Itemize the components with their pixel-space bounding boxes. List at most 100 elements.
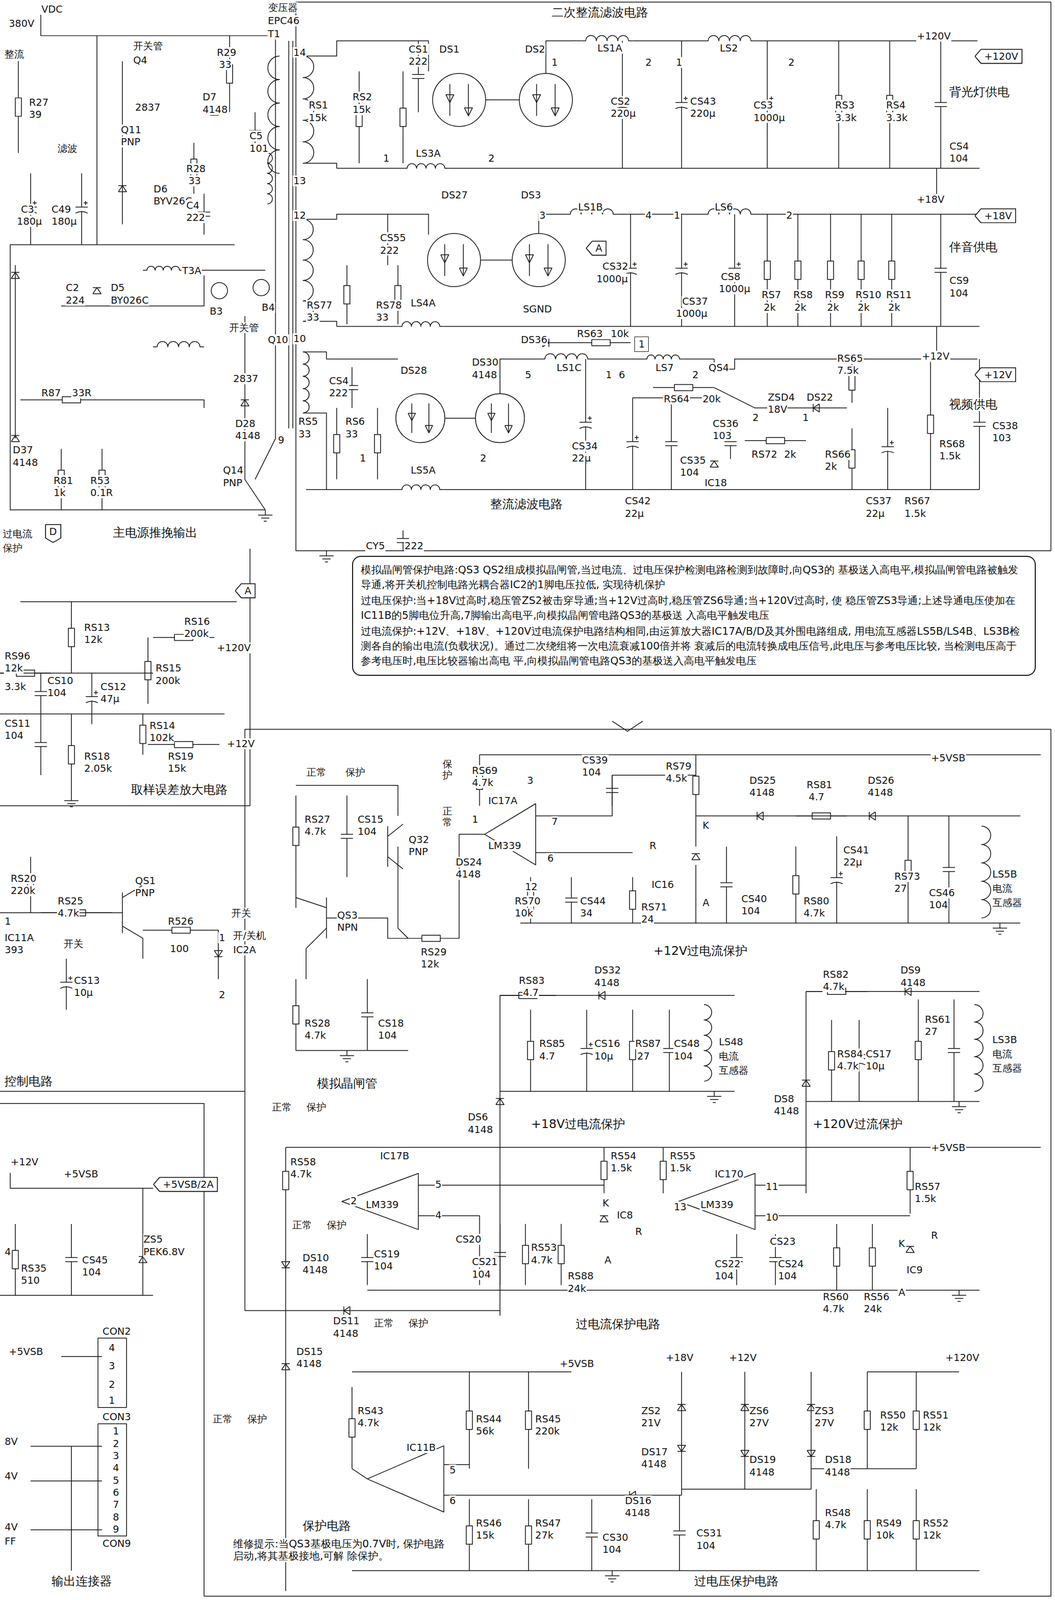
node-text: +18V (984, 210, 1012, 223)
part-label: 33 (218, 59, 232, 71)
diode-symbol (118, 185, 127, 192)
part-label: 1 (802, 412, 810, 424)
part-label: R (930, 1230, 939, 1242)
part-label: RS4 (885, 99, 906, 111)
resistor-symbol (374, 434, 381, 453)
part-label: RS20 (10, 873, 38, 885)
wire (91, 700, 93, 725)
wire (867, 1371, 960, 1373)
diode-symbol (281, 1363, 291, 1365)
diode-symbol (869, 812, 876, 821)
part-label: Q11 (120, 124, 143, 136)
part-label: 4148 (773, 1105, 800, 1117)
diode-symbol (692, 853, 701, 860)
wire (571, 40, 582, 42)
wire (296, 1050, 409, 1052)
inductor-symbol (581, 35, 633, 42)
capacitor-plate (948, 1052, 961, 1054)
wire (611, 775, 613, 789)
wire (929, 359, 931, 416)
diode-symbol (343, 1307, 344, 1316)
coil-symbol (267, 55, 280, 174)
wire (525, 1263, 526, 1286)
wire (630, 272, 631, 327)
capacitor-plate (361, 1257, 374, 1259)
diode-symbol (281, 1267, 291, 1269)
part-label: 200k (183, 628, 210, 640)
part-label: 10 (765, 1212, 780, 1224)
wire (402, 530, 404, 540)
part-label: 正常 (305, 767, 327, 779)
wire (61, 275, 205, 306)
wire (917, 1000, 919, 1042)
part-label: RS44 (475, 1414, 503, 1426)
part-label: Q32 (407, 834, 430, 846)
part-label: RS79 (665, 761, 693, 773)
part-label: 4 (112, 1462, 120, 1474)
wire (30, 894, 31, 913)
part-label: 4.7k (356, 1417, 380, 1429)
capacitor-plate (724, 441, 737, 442)
wire (295, 846, 297, 878)
resistor-symbol (674, 384, 693, 391)
part-label: 220k (534, 1426, 561, 1438)
part-label: 4.7k (530, 1255, 554, 1267)
wire (795, 894, 797, 924)
resistor-symbol (833, 1248, 840, 1267)
wire (152, 929, 172, 931)
part-label: 1 (108, 1395, 116, 1407)
part-label: 10k (514, 908, 534, 920)
wire (499, 1256, 501, 1286)
wire (784, 440, 807, 441)
wire (336, 167, 404, 169)
resistor-symbol (629, 891, 636, 910)
part-label: A (604, 1255, 612, 1267)
part-label: LS1B (577, 201, 604, 213)
part-label: DS26 (867, 775, 895, 787)
part-label: 9 (112, 1524, 120, 1536)
wire (285, 1214, 286, 1592)
wire (303, 163, 337, 169)
wire (632, 1059, 633, 1092)
part-label: 2 (751, 412, 759, 424)
ground-symbol (713, 1091, 715, 1097)
part-label: 222 (404, 540, 424, 552)
part-label: DS22 (806, 392, 834, 404)
capacitor-plate (724, 445, 737, 446)
wire (295, 979, 297, 1006)
diode-symbol (757, 812, 764, 821)
part-label: 104 (47, 687, 67, 699)
capacitor-plate (973, 426, 986, 427)
diode-symbol (740, 1456, 750, 1457)
wire (275, 35, 276, 184)
part-label: 1.5k (610, 1163, 633, 1174)
resistor-symbol (144, 661, 151, 680)
wire (695, 795, 696, 817)
capacitor-plate (942, 871, 955, 872)
resistor-symbol (522, 1245, 529, 1264)
part-label: FF (3, 1536, 17, 1548)
wire (681, 214, 682, 269)
part-label: 22μ (842, 857, 863, 869)
part-label: 180μ (16, 216, 43, 228)
wire (14, 1224, 16, 1251)
part-label: CS9 (948, 275, 969, 287)
part-label: 4 (434, 1210, 442, 1222)
part-label: D37 (12, 444, 34, 456)
part-label: RS6 (344, 416, 366, 428)
part-label: IC9 (905, 1265, 923, 1276)
tag-outline-path (974, 208, 1016, 224)
resistor-symbol (421, 935, 440, 942)
part-label: C49 (50, 203, 72, 215)
part-label: RS80 (802, 895, 830, 907)
part-label: 保护 (344, 767, 366, 779)
wire (71, 1262, 72, 1296)
part-label: ZS5 (143, 1234, 164, 1246)
part-label: 104 (673, 1051, 694, 1063)
part-label: 104 (948, 152, 969, 164)
part-label: 滤波 (57, 143, 78, 155)
part-label: +12V (921, 350, 950, 362)
ground-symbol (958, 1290, 960, 1296)
part-label: 2k (763, 302, 777, 314)
wire (462, 244, 464, 276)
